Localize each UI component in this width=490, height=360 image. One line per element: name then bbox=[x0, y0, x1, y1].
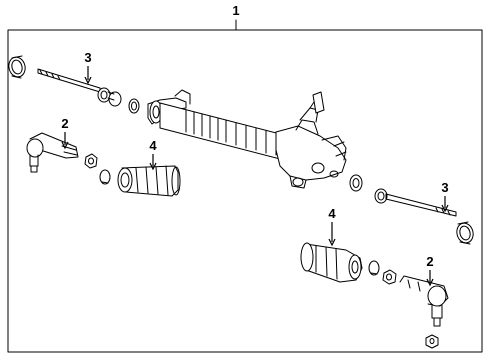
leader-arrow-3-right bbox=[441, 196, 449, 213]
rack-housing bbox=[147, 89, 347, 189]
clip-right bbox=[368, 260, 380, 276]
leader-arrow-4-right bbox=[328, 222, 336, 247]
inner-tie-rod-right bbox=[374, 188, 457, 217]
callout-2-left-tie-rod-end: 2 bbox=[61, 116, 68, 131]
leader-arrow-2-right bbox=[426, 270, 434, 287]
clamp-right bbox=[456, 221, 474, 245]
washer-right bbox=[349, 174, 363, 192]
callout-4-right-boot: 4 bbox=[328, 206, 336, 221]
boot-right bbox=[300, 242, 363, 283]
tie-rod-end-left bbox=[26, 132, 79, 173]
callout-3-left-inner-tie-rod: 3 bbox=[84, 50, 91, 65]
jam-nut-right bbox=[382, 269, 397, 285]
leader-arrow-4-left bbox=[149, 154, 157, 171]
callout-1-rack-assembly: 1 bbox=[232, 3, 239, 18]
clamp-left bbox=[8, 55, 26, 79]
assembly-border bbox=[7, 19, 483, 353]
leader-arrow-2-left bbox=[61, 132, 69, 150]
washer-left bbox=[128, 98, 140, 114]
callout-2-right-tie-rod-end: 2 bbox=[426, 254, 433, 269]
lower-nut bbox=[425, 334, 439, 349]
inner-tie-rod-left bbox=[37, 68, 122, 107]
tie-rod-end-right bbox=[399, 275, 449, 327]
callouts: 1 3 2 4 3 4 2 bbox=[61, 3, 449, 287]
clip-left bbox=[99, 169, 111, 185]
callout-4-left-boot: 4 bbox=[149, 138, 157, 153]
leader-arrow-3-left bbox=[84, 66, 92, 85]
callout-3-right-inner-tie-rod: 3 bbox=[441, 180, 448, 195]
jam-nut-left bbox=[84, 153, 98, 169]
boot-left bbox=[117, 165, 181, 197]
